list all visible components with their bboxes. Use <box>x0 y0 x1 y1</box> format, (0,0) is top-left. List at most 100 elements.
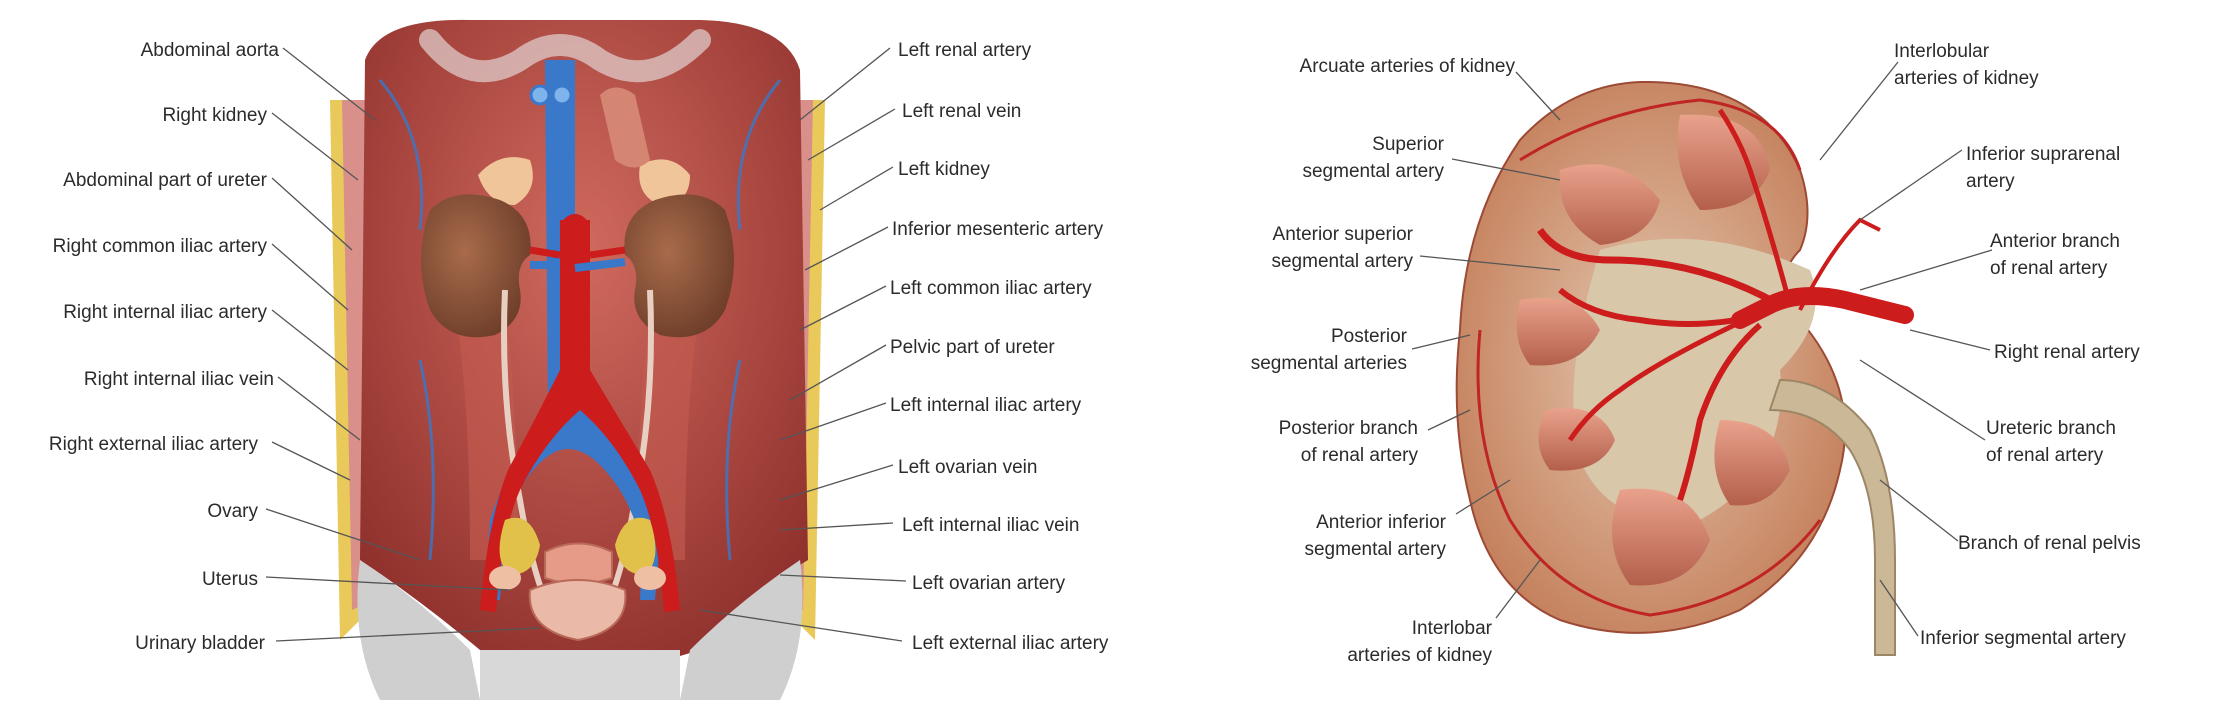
label-right-internal-iliac-artery: Right internal iliac artery <box>63 302 267 323</box>
pyramid-5 <box>1612 488 1710 586</box>
label-left-external-iliac-artery: Left external iliac artery <box>912 633 1109 654</box>
label-right-internal-iliac-vein: Right internal iliac vein <box>84 369 274 390</box>
pyramid-2 <box>1559 164 1660 245</box>
label-urinary-bladder: Urinary bladder <box>135 633 266 654</box>
upper-interlobar-branch <box>1717 108 1793 306</box>
right-renal-artery-shape <box>529 246 561 259</box>
posterior-branch <box>1567 317 1747 442</box>
label-anterior-inferior-segmental-artery: Anterior inferior segmental artery <box>1304 512 1446 560</box>
label-ovary: Ovary <box>207 501 258 522</box>
label-right-external-iliac-artery: Right external iliac artery <box>49 434 259 455</box>
right-panel-leaders <box>1411 61 1993 637</box>
right-panel-labels-right: Interlobular arteries of kidney Inferior … <box>1894 41 2141 649</box>
renal-pelvis-ureter <box>1768 378 1896 656</box>
right-kidney-shape <box>421 194 531 338</box>
label-line: segmental arteries <box>1251 353 1407 374</box>
label-line: segmental artery <box>1271 251 1413 272</box>
label-line: arteries of kidney <box>1894 68 2039 89</box>
label-line: Inferior suprarenal <box>1966 144 2120 165</box>
label-line: Anterior branch <box>1990 231 2120 252</box>
left-panel-labels-left: Abdominal aorta Right kidney Abdominal p… <box>49 40 280 654</box>
left-kidney-shape <box>624 194 734 338</box>
label-line: artery <box>1966 171 2015 192</box>
anterior-superior-branch <box>1558 287 1761 327</box>
esophagus-stump <box>600 87 650 168</box>
label-line: Anterior superior <box>1273 224 1414 245</box>
label-abdominal-aorta: Abdominal aorta <box>141 40 280 61</box>
label-right-renal-artery: Right renal artery <box>1994 342 2140 363</box>
pyramid-4 <box>1538 408 1615 471</box>
label-left-common-iliac-artery: Left common iliac artery <box>890 278 1092 299</box>
left-renal-vein-shape <box>574 258 626 272</box>
left-pelvic-bone <box>680 560 803 700</box>
right-ovary-region <box>499 517 540 575</box>
label-line: Posterior branch <box>1279 418 1418 439</box>
diaphragm-tendon <box>419 29 711 83</box>
label-line: Interlobar <box>1412 618 1493 639</box>
label-line: of renal artery <box>1986 445 2104 466</box>
ovary-shape <box>489 566 521 590</box>
label-interlobular-arteries: Interlobular arteries of kidney <box>1894 41 2039 89</box>
label-line: segmental artery <box>1302 161 1444 182</box>
wall-veins <box>378 79 782 561</box>
aorta-arch-top <box>561 214 589 242</box>
label-line: arteries of kidney <box>1347 645 1492 666</box>
abdominal-cavity-illustration <box>330 19 825 700</box>
label-uterus: Uterus <box>202 569 258 590</box>
right-panel-labels-left: Arcuate arteries of kidney Superior segme… <box>1251 56 1516 666</box>
renal-artery-trunk <box>1731 287 1914 329</box>
label-posterior-branch-of-renal-artery: Posterior branch of renal artery <box>1279 418 1419 466</box>
inferior-suprarenal-branch <box>1798 217 1881 311</box>
label-posterior-segmental-arteries: Posterior segmental arteries <box>1251 326 1408 374</box>
kidney-section-illustration <box>1455 80 1914 656</box>
pyramid-3 <box>1516 298 1600 366</box>
right-adrenal-gland <box>478 157 533 205</box>
label-inferior-mesenteric-artery: Inferior mesenteric artery <box>892 219 1104 240</box>
label-abdominal-part-of-ureter: Abdominal part of ureter <box>63 170 268 191</box>
left-ovary-shape <box>634 566 666 590</box>
label-left-ovarian-artery: Left ovarian artery <box>912 573 1066 594</box>
label-ureteric-branch-of-renal-artery: Ureteric branch of renal artery <box>1986 418 2116 466</box>
label-branch-of-renal-pelvis: Branch of renal pelvis <box>1958 533 2141 554</box>
left-renal-artery-shape <box>589 246 626 259</box>
label-pelvic-part-of-ureter: Pelvic part of ureter <box>890 337 1055 358</box>
label-left-renal-vein: Left renal vein <box>902 101 1021 122</box>
label-left-internal-iliac-artery: Left internal iliac artery <box>890 395 1082 416</box>
urinary-bladder-shape <box>528 579 627 642</box>
superior-segmental-branch <box>1537 227 1782 309</box>
label-line: Inferior segmental artery <box>1920 628 2126 649</box>
label-interlobar-arteries: Interlobar arteries of kidney <box>1347 618 1492 666</box>
label-line: Branch of renal pelvis <box>1958 533 2141 554</box>
left-panel-labels-right: Left renal artery Left renal vein Left k… <box>890 40 1109 654</box>
label-line: Interlobular <box>1894 41 1990 62</box>
right-pelvic-bone <box>357 560 480 700</box>
label-anterior-branch-of-renal-artery: Anterior branch of renal artery <box>1990 231 2120 279</box>
pyramid-1 <box>1677 114 1770 210</box>
left-adrenal-gland <box>639 159 690 205</box>
label-line: of renal artery <box>1301 445 1419 466</box>
label-line: Superior <box>1372 134 1444 155</box>
label-line: segmental artery <box>1304 539 1446 560</box>
label-line: Arcuate arteries of kidney <box>1300 56 1516 77</box>
label-line: Ureteric branch <box>1986 418 2116 439</box>
label-superior-segmental-artery: Superior segmental artery <box>1302 134 1444 182</box>
arcuate-arteries <box>1476 98 1822 617</box>
uterus-shape <box>544 542 613 585</box>
label-inferior-segmental-artery: Inferior segmental artery <box>1920 628 2126 649</box>
label-left-renal-artery: Left renal artery <box>898 40 1032 61</box>
label-line: of renal artery <box>1990 258 2108 279</box>
anterior-inferior-branch <box>1677 322 1762 501</box>
label-inferior-suprarenal-artery: Inferior suprarenal artery <box>1966 144 2120 192</box>
label-anterior-superior-segmental-artery: Anterior superior segmental artery <box>1271 224 1413 272</box>
label-arcuate-arteries: Arcuate arteries of kidney <box>1300 56 1516 77</box>
label-line: Posterior <box>1331 326 1408 347</box>
label-right-common-iliac-artery: Right common iliac artery <box>53 236 268 257</box>
label-line: Anterior inferior <box>1316 512 1447 533</box>
pubic-bone <box>480 650 680 700</box>
label-left-internal-iliac-vein: Left internal iliac vein <box>902 515 1079 536</box>
left-ovary-region <box>615 517 656 575</box>
label-left-kidney: Left kidney <box>898 159 990 180</box>
pyramid-6 <box>1714 420 1790 506</box>
